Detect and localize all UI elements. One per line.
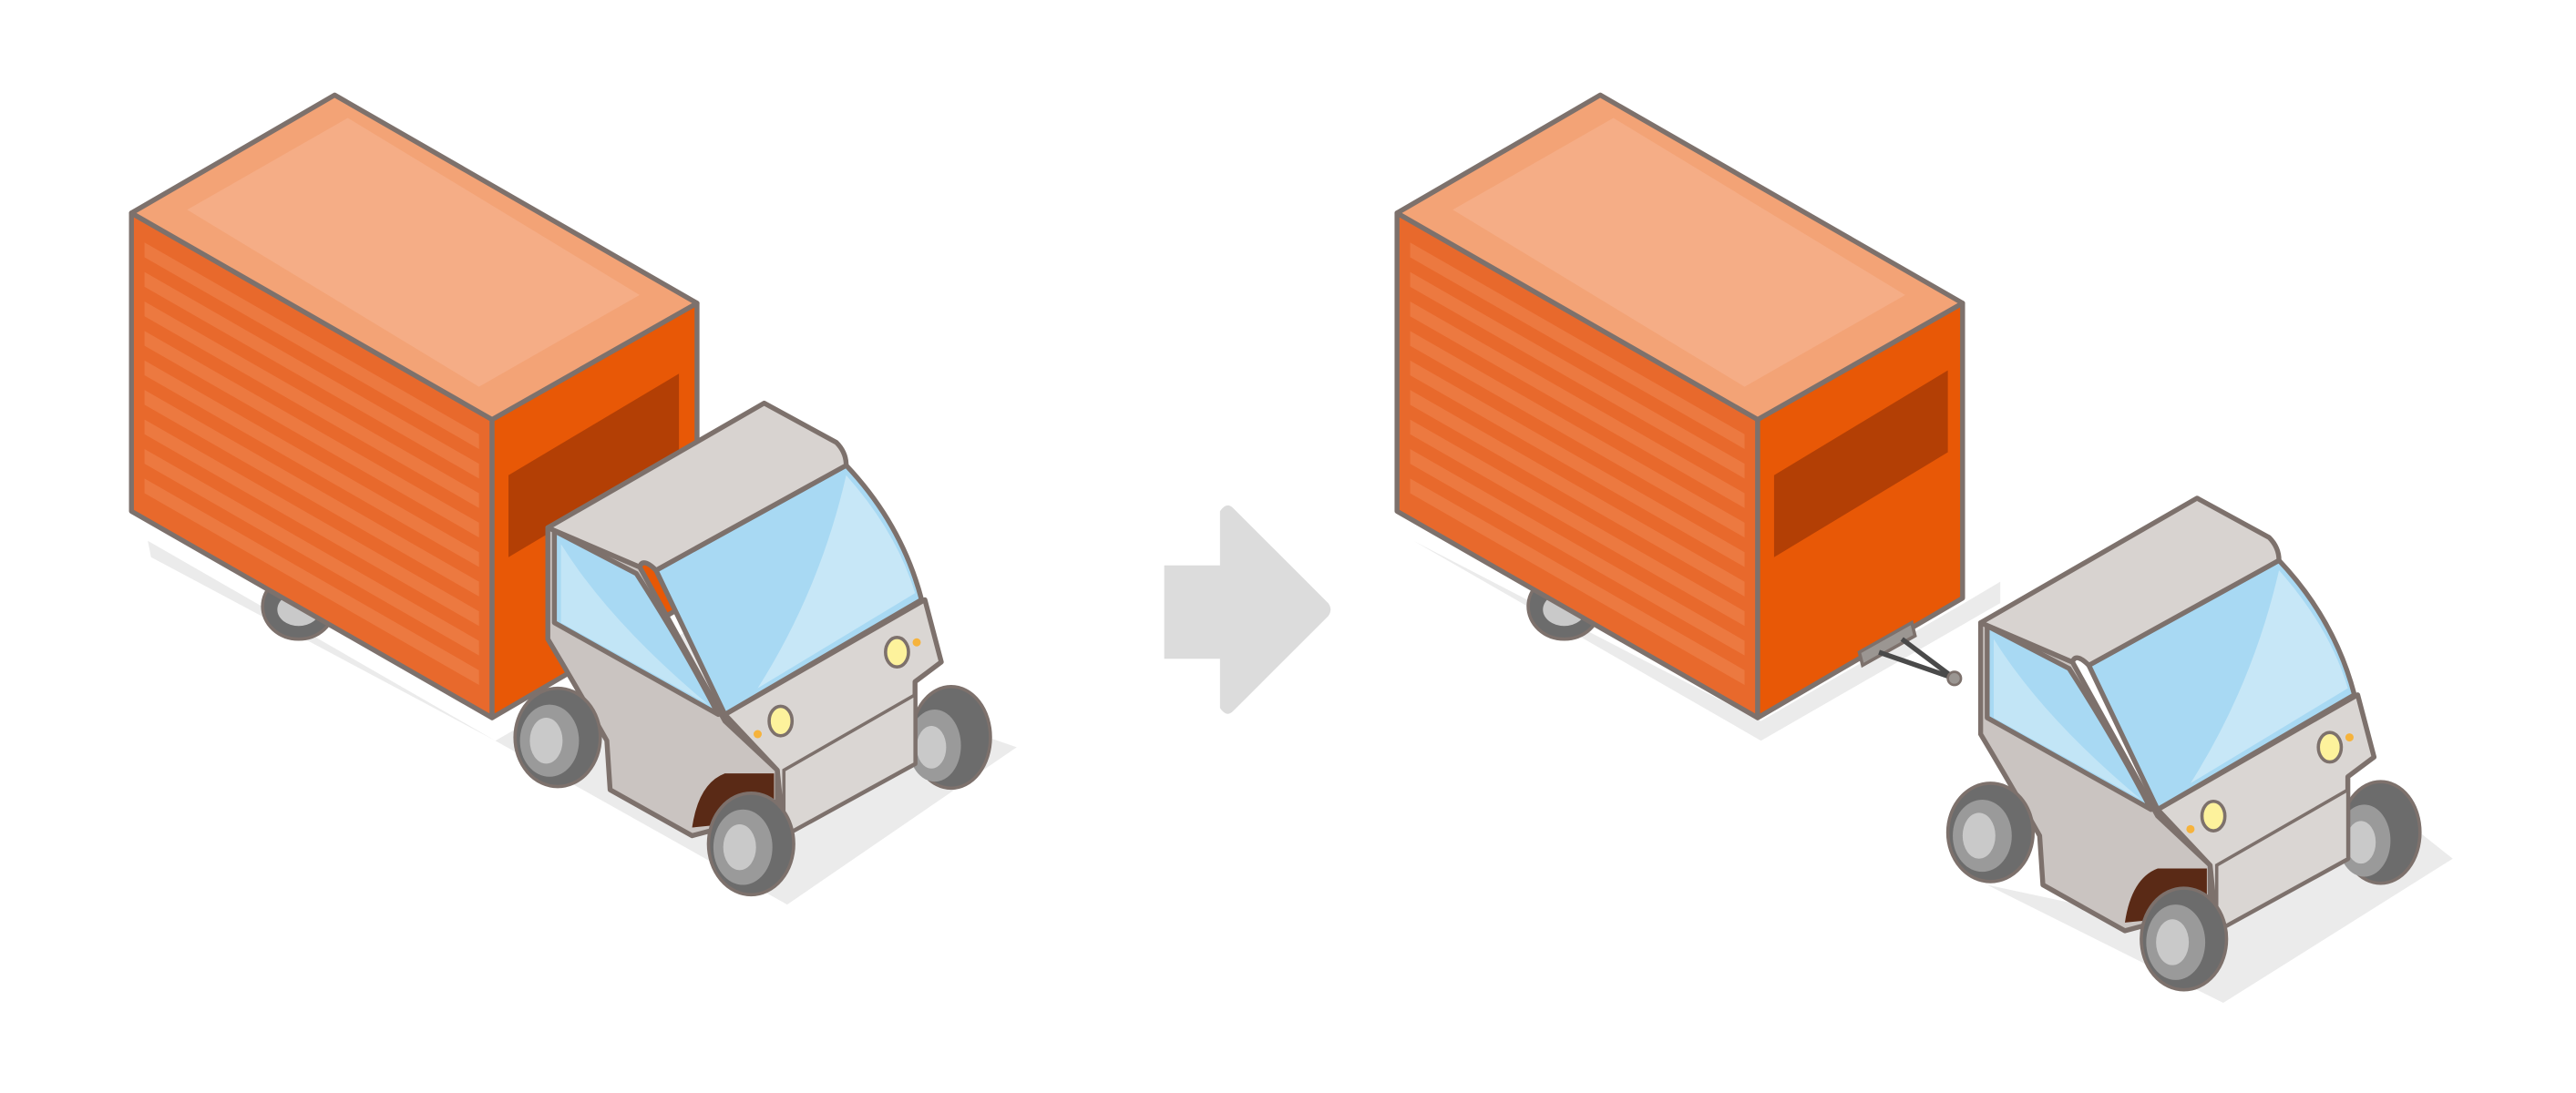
cargo-box-door — [1773, 370, 1948, 557]
headlight-left — [767, 704, 795, 738]
box-truck-decoupled-icon — [1394, 92, 2453, 1004]
cab-wheel-rear — [513, 686, 602, 789]
cargo-box — [1394, 92, 1965, 720]
cab-wheel-front — [706, 791, 795, 897]
transition-arrow-icon — [1164, 505, 1331, 714]
cargo-box-stripes — [144, 242, 479, 686]
headlight-left — [2200, 799, 2227, 833]
headlight-right — [2316, 730, 2344, 764]
headlight-right — [884, 636, 910, 669]
cargo-ground-shadow — [1413, 540, 2001, 741]
driver-cab — [545, 400, 944, 839]
indicator-right — [2345, 733, 2354, 742]
cargo-box — [128, 92, 700, 720]
cargo-box-stripes — [1410, 242, 1745, 686]
cargo-box-door — [508, 373, 680, 557]
cargo-box-top-highlight — [187, 117, 640, 387]
front-wheel-far — [2337, 780, 2422, 885]
front-wheel-far — [908, 685, 992, 791]
cab-ground-shadow — [1986, 827, 2453, 1004]
cab-wheel-rear — [1945, 781, 2035, 884]
cab-side-window — [1985, 623, 2154, 812]
indicator-right — [912, 638, 921, 647]
cargo-box-top-highlight — [1452, 117, 1905, 387]
indicator-left — [753, 730, 762, 739]
indicator-left — [2186, 824, 2195, 833]
cab-roof — [1977, 495, 2282, 669]
cab-wheel-front — [2140, 886, 2229, 992]
trailer-hitch — [1857, 619, 1963, 687]
driver-cab — [1977, 495, 2377, 934]
cab-side-window — [551, 528, 722, 718]
cab-roof — [545, 400, 849, 573]
box-truck-coupled-icon — [128, 92, 1017, 905]
